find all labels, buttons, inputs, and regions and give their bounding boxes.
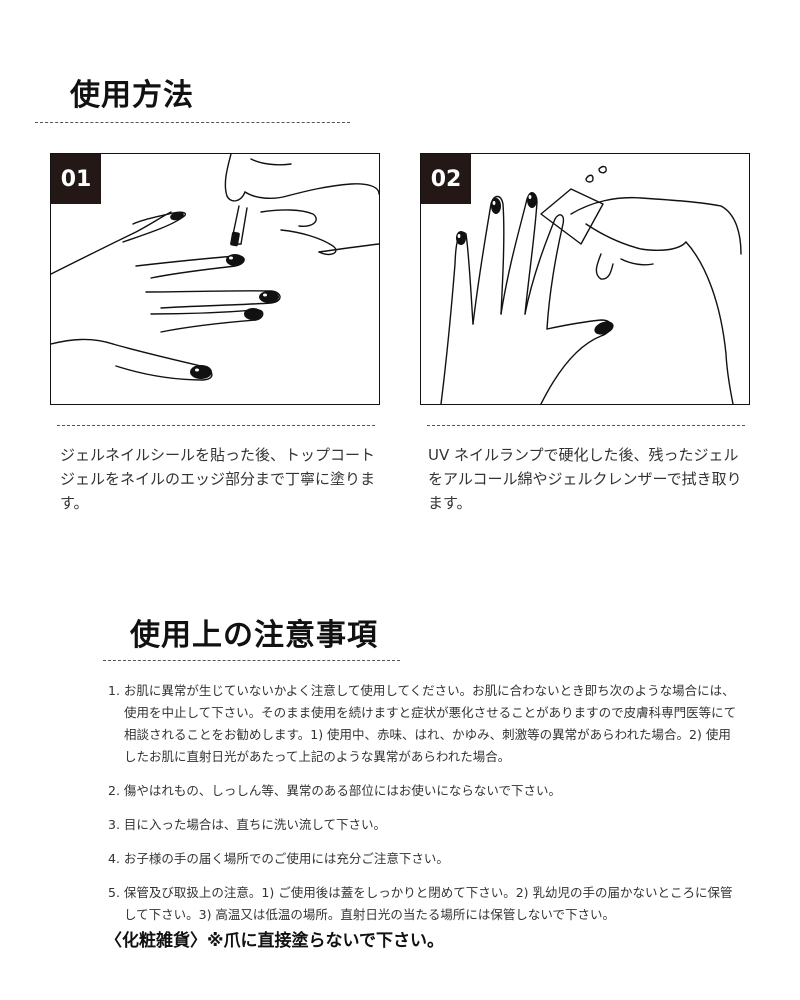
step-2-illustration: 02 xyxy=(420,153,750,405)
caution-list: 1. お肌に異常が生じていないかよく注意して使用してください。お肌に合わないとき… xyxy=(108,680,738,938)
caution-item-4: 4. お子様の手の届く場所でのご使用には充分ご注意下さい。 xyxy=(108,851,449,866)
caution-item-2: 2. 傷やはれもの、しっしん等、異常のある部位にはお使いにならないで下さい。 xyxy=(108,783,562,798)
step-1-divider xyxy=(57,425,375,426)
caution-item-1: 1. お肌に異常が生じていないかよく注意して使用してください。お肌に合わないとき… xyxy=(108,683,737,764)
usage-title-divider xyxy=(35,122,350,123)
step-2-divider xyxy=(427,425,745,426)
footer-note: 〈化粧雑貨〉※爪に直接塗らないで下さい。 xyxy=(105,931,445,951)
caution-item-3: 3. 目に入った場合は、直ちに洗い流して下さい。 xyxy=(108,817,387,832)
caution-title-divider xyxy=(103,660,400,661)
step-1-illustration: 01 xyxy=(50,153,380,405)
hand-wiping-with-cotton-illustration xyxy=(440,165,742,404)
step-2-text: UV ネイルランプで硬化した後、残ったジェルをアルコール綿やジェルクレンザーで拭… xyxy=(428,446,742,512)
usage-title: 使用方法 xyxy=(70,78,194,113)
step-2-badge: 02 xyxy=(421,154,471,204)
caution-title: 使用上の注意事項 xyxy=(130,618,378,653)
caution-item-5: 5. 保管及び取扱上の注意。1) ご使用後は蓋をしっかりと閉めて下さい。2) 乳… xyxy=(108,885,733,922)
hand-applying-top-coat-illustration xyxy=(51,154,379,381)
step-1-text: ジェルネイルシールを貼った後、トップコートジェルをネイルのエッジ部分まで丁寧に塗… xyxy=(60,446,376,512)
step-1-badge: 01 xyxy=(51,154,101,204)
